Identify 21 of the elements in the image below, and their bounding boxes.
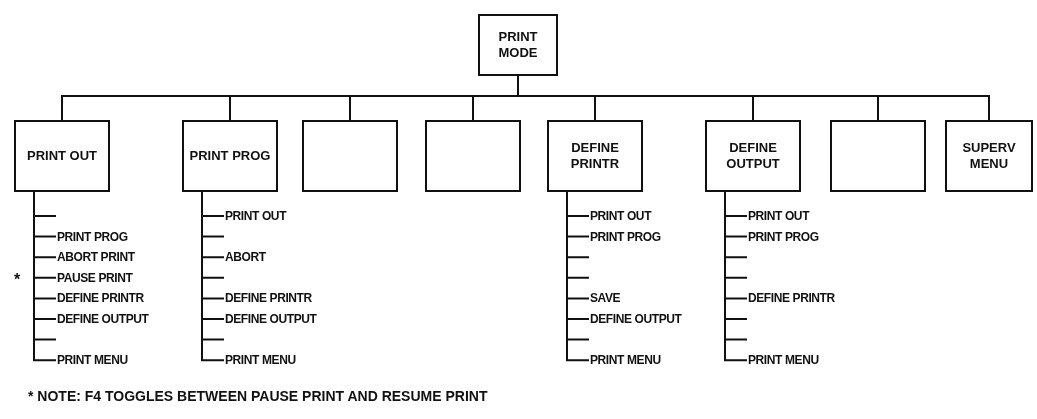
empty-box bbox=[830, 120, 926, 192]
menu-item: PRINT PROG bbox=[747, 229, 820, 244]
menu-box: SUPERV MENU bbox=[945, 120, 1033, 192]
menu-item: PRINT PROG bbox=[56, 229, 129, 244]
menu-item: DEFINE OUTPUT bbox=[224, 312, 318, 326]
menu-item: PRINT OUT bbox=[224, 209, 288, 223]
menu-item: DEFINE OUTPUT bbox=[56, 312, 150, 326]
menu-box: DEFINE OUTPUT bbox=[705, 120, 801, 192]
empty-box bbox=[425, 120, 521, 192]
empty-box bbox=[302, 120, 398, 192]
footnote: * NOTE: F4 TOGGLES BETWEEN PAUSE PRINT AND RESUME PRINT bbox=[28, 388, 488, 404]
menu-box: PRINT MODE bbox=[478, 14, 558, 76]
menu-item: PAUSE PRINT bbox=[56, 270, 134, 285]
menu-item: DEFINE OUTPUT bbox=[589, 312, 683, 326]
menu-box: PRINT PROG bbox=[182, 120, 278, 192]
menu-item: PRINT PROG bbox=[589, 229, 662, 244]
menu-box: DEFINE PRINTR bbox=[547, 120, 643, 192]
menu-box: PRINT OUT bbox=[14, 120, 110, 192]
footnote-mark: * bbox=[14, 271, 21, 288]
menu-item: PRINT OUT bbox=[589, 209, 653, 223]
menu-item: PRINT OUT bbox=[747, 209, 811, 223]
